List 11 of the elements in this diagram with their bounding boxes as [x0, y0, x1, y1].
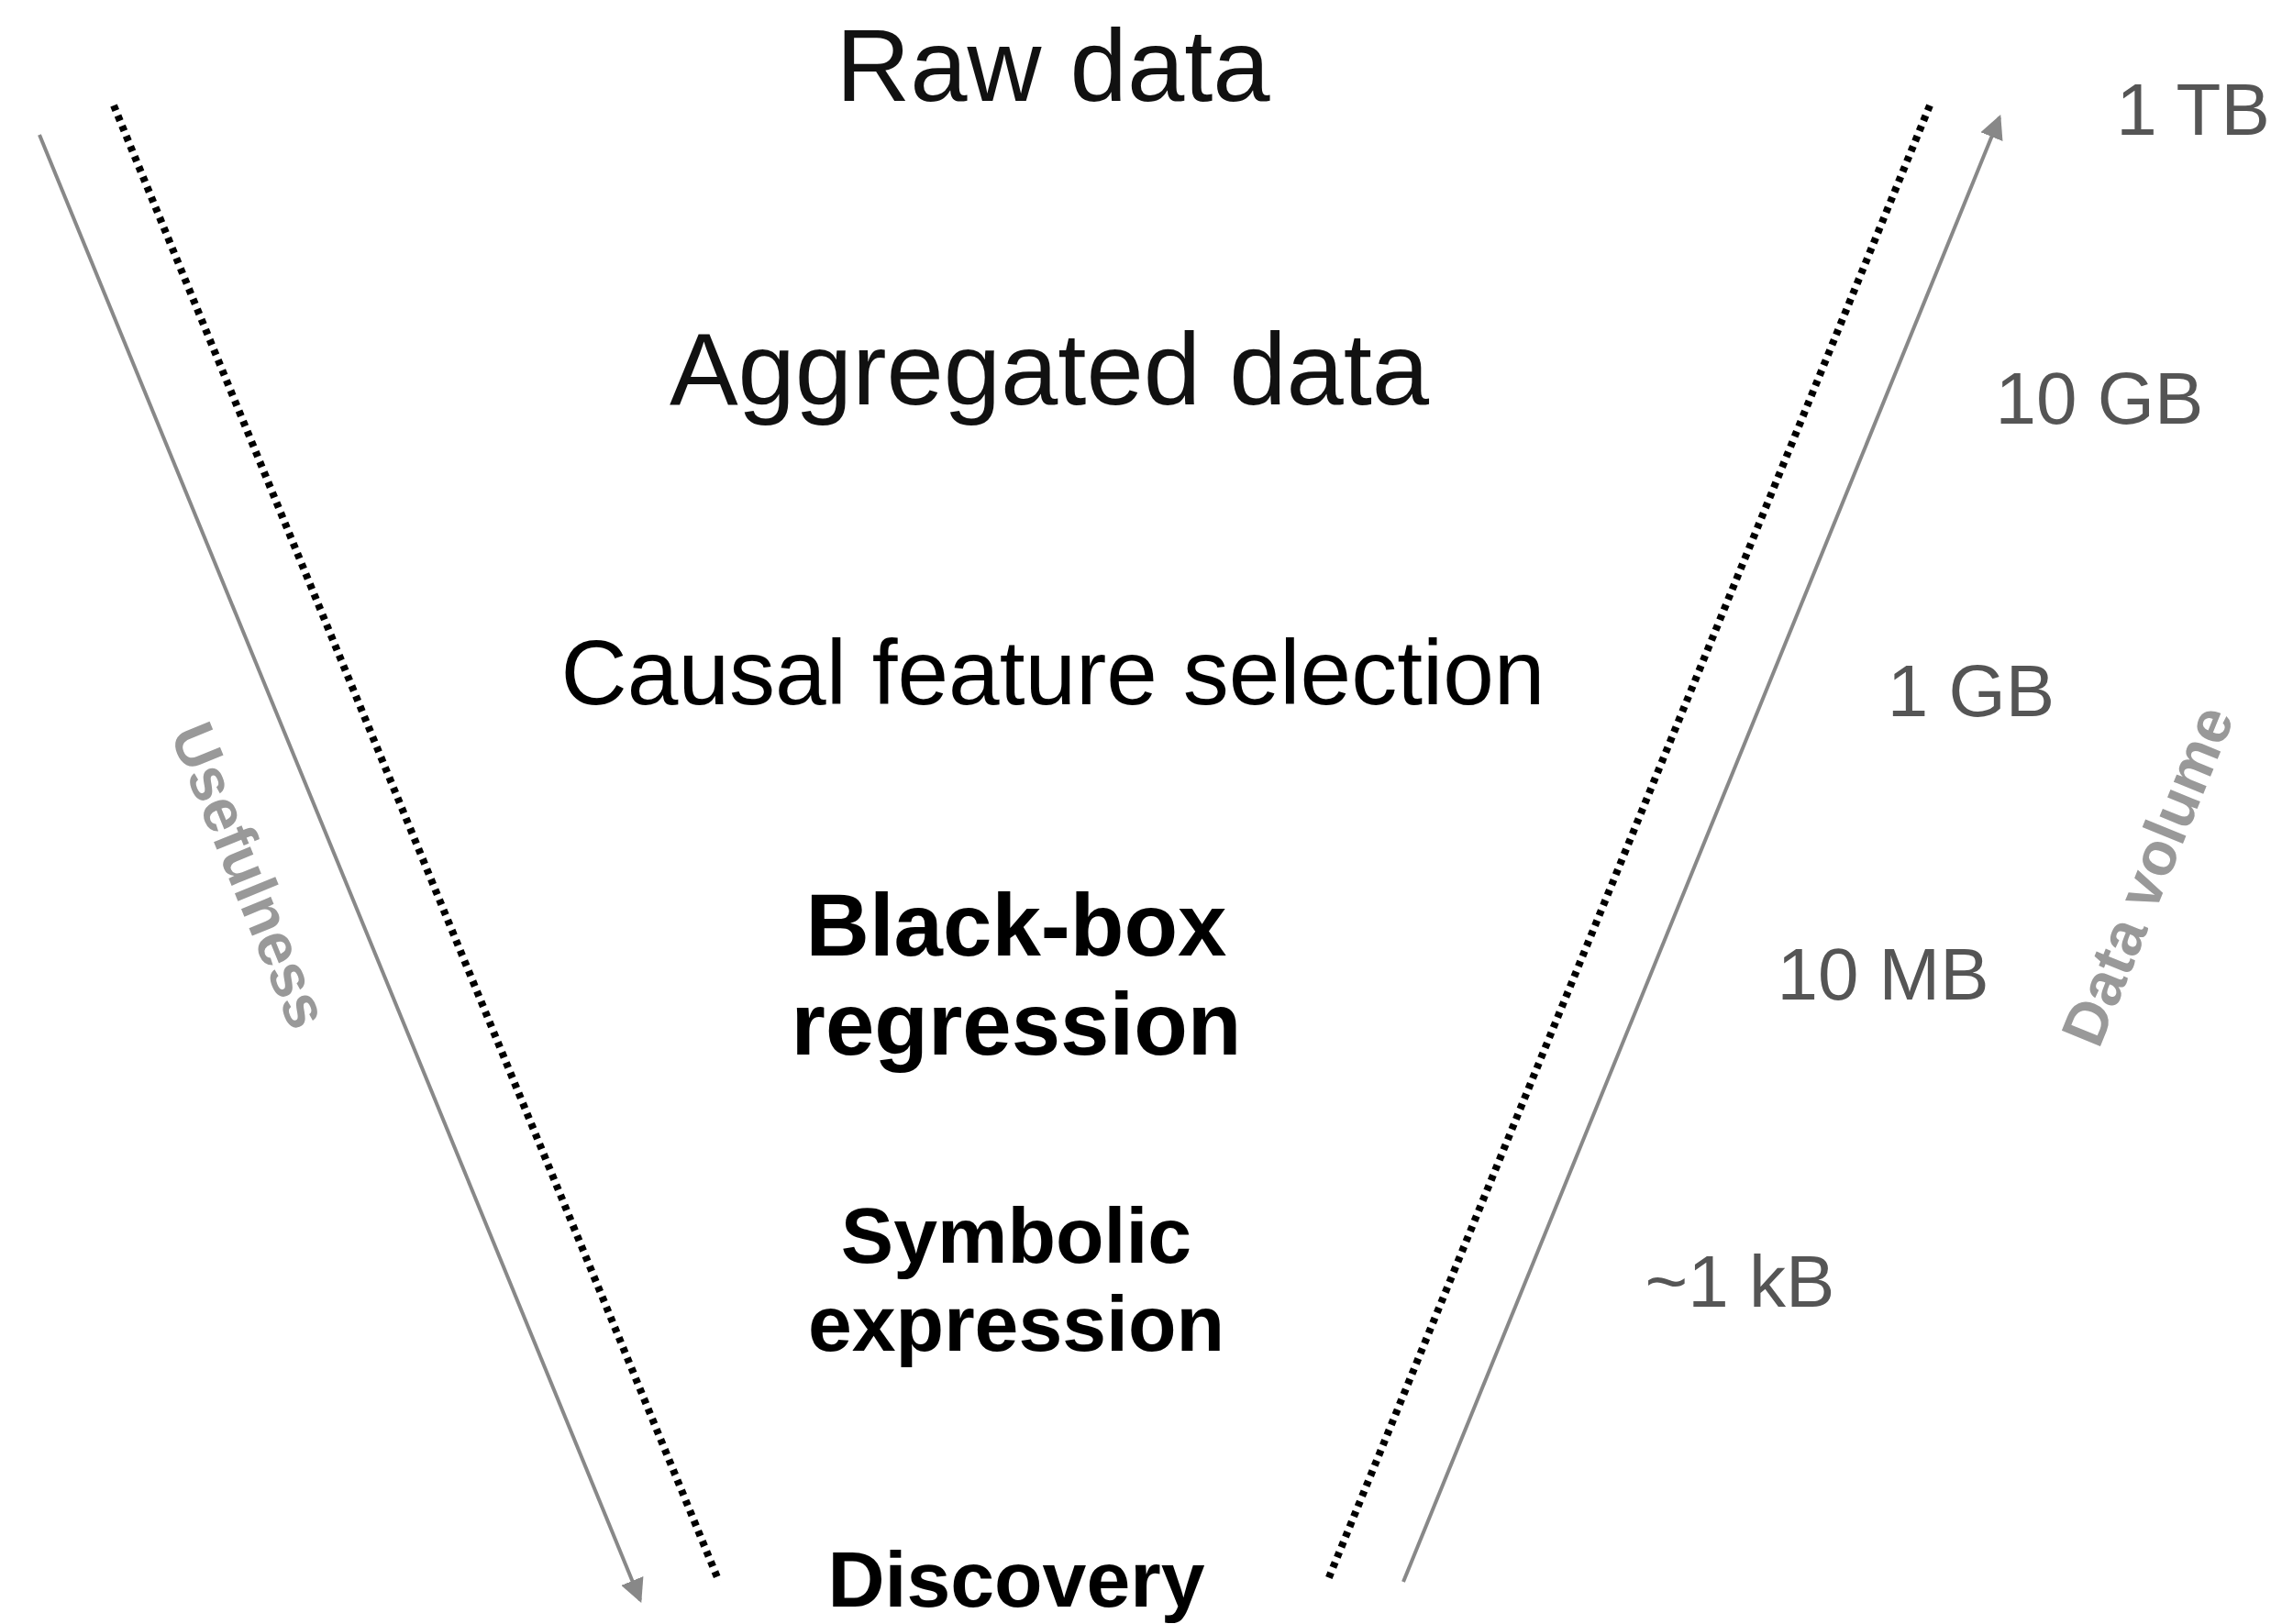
stage-label: Raw data — [836, 8, 1270, 124]
stage-label: Black-box regression — [790, 876, 1243, 1074]
data-size-label: ~1 kB — [1645, 1241, 1835, 1323]
data-size-label: 1 GB — [1887, 650, 2055, 733]
data-size-label: 1 TB — [2116, 69, 2270, 151]
data-size-label: 10 GB — [1995, 358, 2204, 440]
stage-label: Aggregated data — [669, 312, 1430, 427]
stage-label: Causal feature selection — [560, 621, 1545, 724]
stage-label: Symbolic expression — [806, 1190, 1226, 1368]
stage-label: Discovery — [827, 1534, 1205, 1624]
data-size-label: 10 MB — [1777, 934, 1989, 1016]
